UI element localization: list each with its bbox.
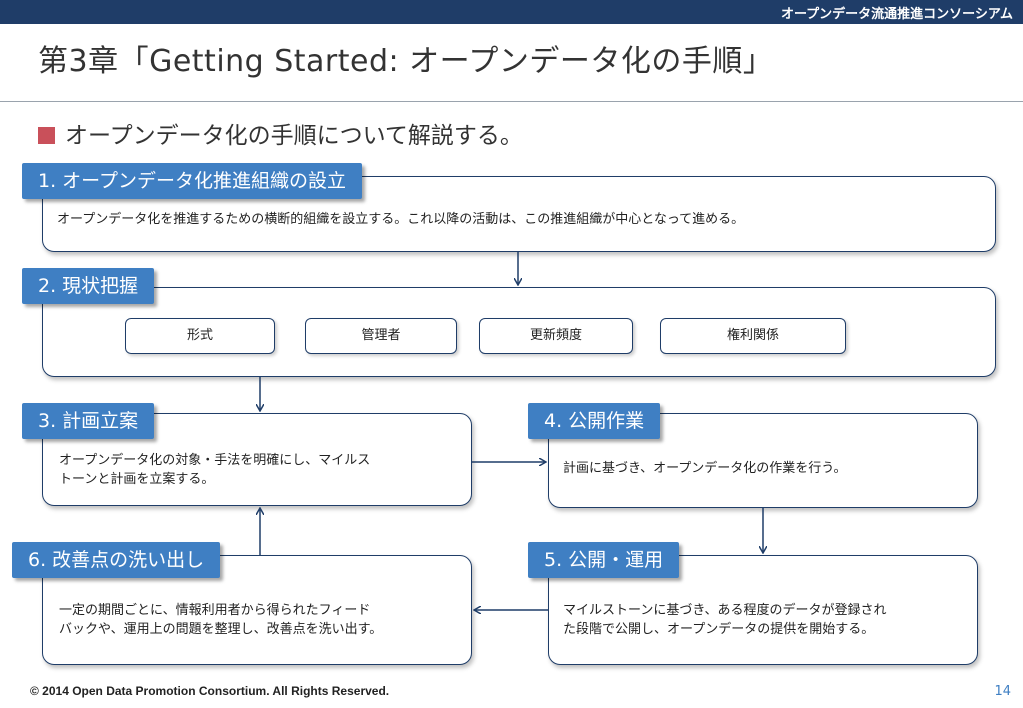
subheading: オープンデータ化の手順について解説する。 [38,116,523,150]
step-4-description: 計画に基づき、オープンデータ化の作業を行う。 [563,461,847,476]
title-divider [0,101,1023,102]
header-bar: オープンデータ流通推進コンソーシアム [0,0,1023,24]
step-4-label: 4. 公開作業 [528,403,661,439]
status-item-format: 形式 [125,318,275,354]
step-3-label: 3. 計画立案 [22,403,155,439]
copyright-footer: © 2014 Open Data Promotion Consortium. A… [30,684,390,698]
step-2-box: 形式 管理者 更新頻度 権利関係 [42,287,996,377]
status-item-rights: 権利関係 [660,318,846,354]
step-6-description-line-1: 一定の期間ごとに、情報利用者から得られたフィード [59,603,371,618]
step-5-label: 5. 公開・運用 [528,542,680,578]
step-5-description-line-2: た段階で公開し、オープンデータの提供を開始する。 [563,622,875,637]
step-3-description-line-1: オープンデータ化の対象・手法を明確にし、マイルス [59,453,371,468]
step-3-description-line-2: トーンと計画を立案する。 [59,472,215,487]
step-6-label: 6. 改善点の洗い出し [12,542,221,578]
step-1-description: オープンデータ化を推進するための横断的組織を設立する。これ以降の活動は、この推進… [57,212,745,227]
step-2-label: 2. 現状把握 [22,268,155,304]
page-number: 14 [994,684,1011,699]
page-title: 第3章「Getting Started: オープンデータ化の手順」 [38,44,774,79]
step-5-description-line-1: マイルストーンに基づき、ある程度のデータが登録され [563,603,887,618]
status-item-update-frequency: 更新頻度 [479,318,633,354]
organization-name: オープンデータ流通推進コンソーシアム [780,7,1013,22]
step-6-description-line-2: バックや、運用上の問題を整理し、改善点を洗い出す。 [59,622,383,637]
status-item-manager: 管理者 [305,318,457,354]
step-1-label: 1. オープンデータ化推進組織の設立 [22,163,363,199]
square-bullet-icon [38,127,55,144]
subheading-text: オープンデータ化の手順について解説する。 [65,123,523,149]
